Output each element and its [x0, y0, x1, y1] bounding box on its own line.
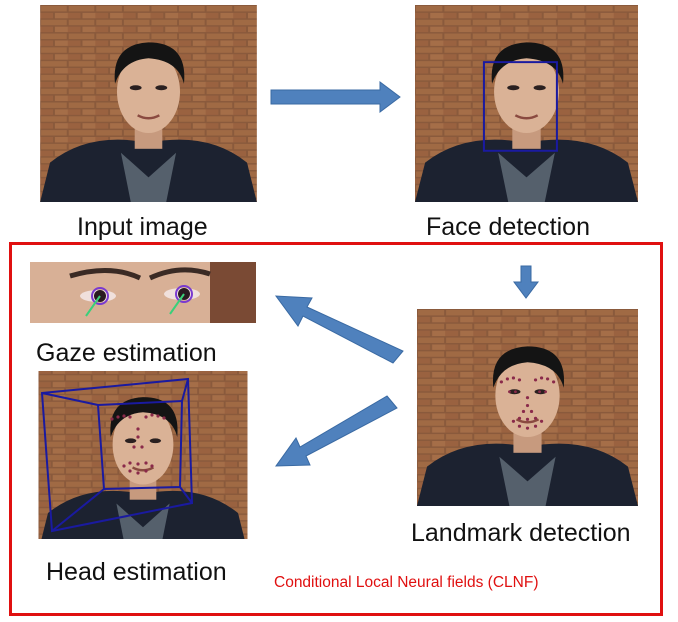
head-estimation-label: Head estimation	[46, 558, 227, 586]
head-pose-illustration	[37, 371, 249, 539]
face-detection-portrait	[415, 5, 638, 202]
eyes-crop-illustration	[30, 262, 256, 323]
face-bounding-box	[482, 61, 558, 152]
arrow-landmark-to-gaze	[274, 295, 404, 364]
arrow-input-to-face	[270, 81, 401, 113]
left-gaze-vector	[85, 295, 101, 317]
input-image-label: Input image	[77, 213, 208, 241]
arrow-landmark-to-head	[275, 395, 398, 467]
left-eye-ring	[91, 287, 109, 305]
arrow-face-to-landmark	[513, 265, 539, 299]
right-gaze-vector	[169, 293, 185, 315]
landmark-portrait-illustration	[417, 309, 638, 506]
face-detection-label: Face detection	[426, 213, 590, 241]
gaze-estimation-photo	[30, 262, 256, 323]
face-detection-photo	[415, 5, 638, 202]
head-pose-cube	[40, 377, 194, 533]
right-eye-ring	[175, 285, 193, 303]
head-landmark-dots	[110, 413, 166, 475]
landmark-detection-photo	[417, 309, 638, 506]
gaze-estimation-label: Gaze estimation	[36, 339, 217, 367]
head-estimation-photo	[30, 371, 256, 539]
clnf-caption: Conditional Local Neural fields (CLNF)	[274, 574, 539, 591]
face-landmark-dots	[499, 376, 556, 430]
landmark-detection-label: Landmark detection	[411, 519, 631, 547]
clnf-region-box	[9, 242, 663, 616]
